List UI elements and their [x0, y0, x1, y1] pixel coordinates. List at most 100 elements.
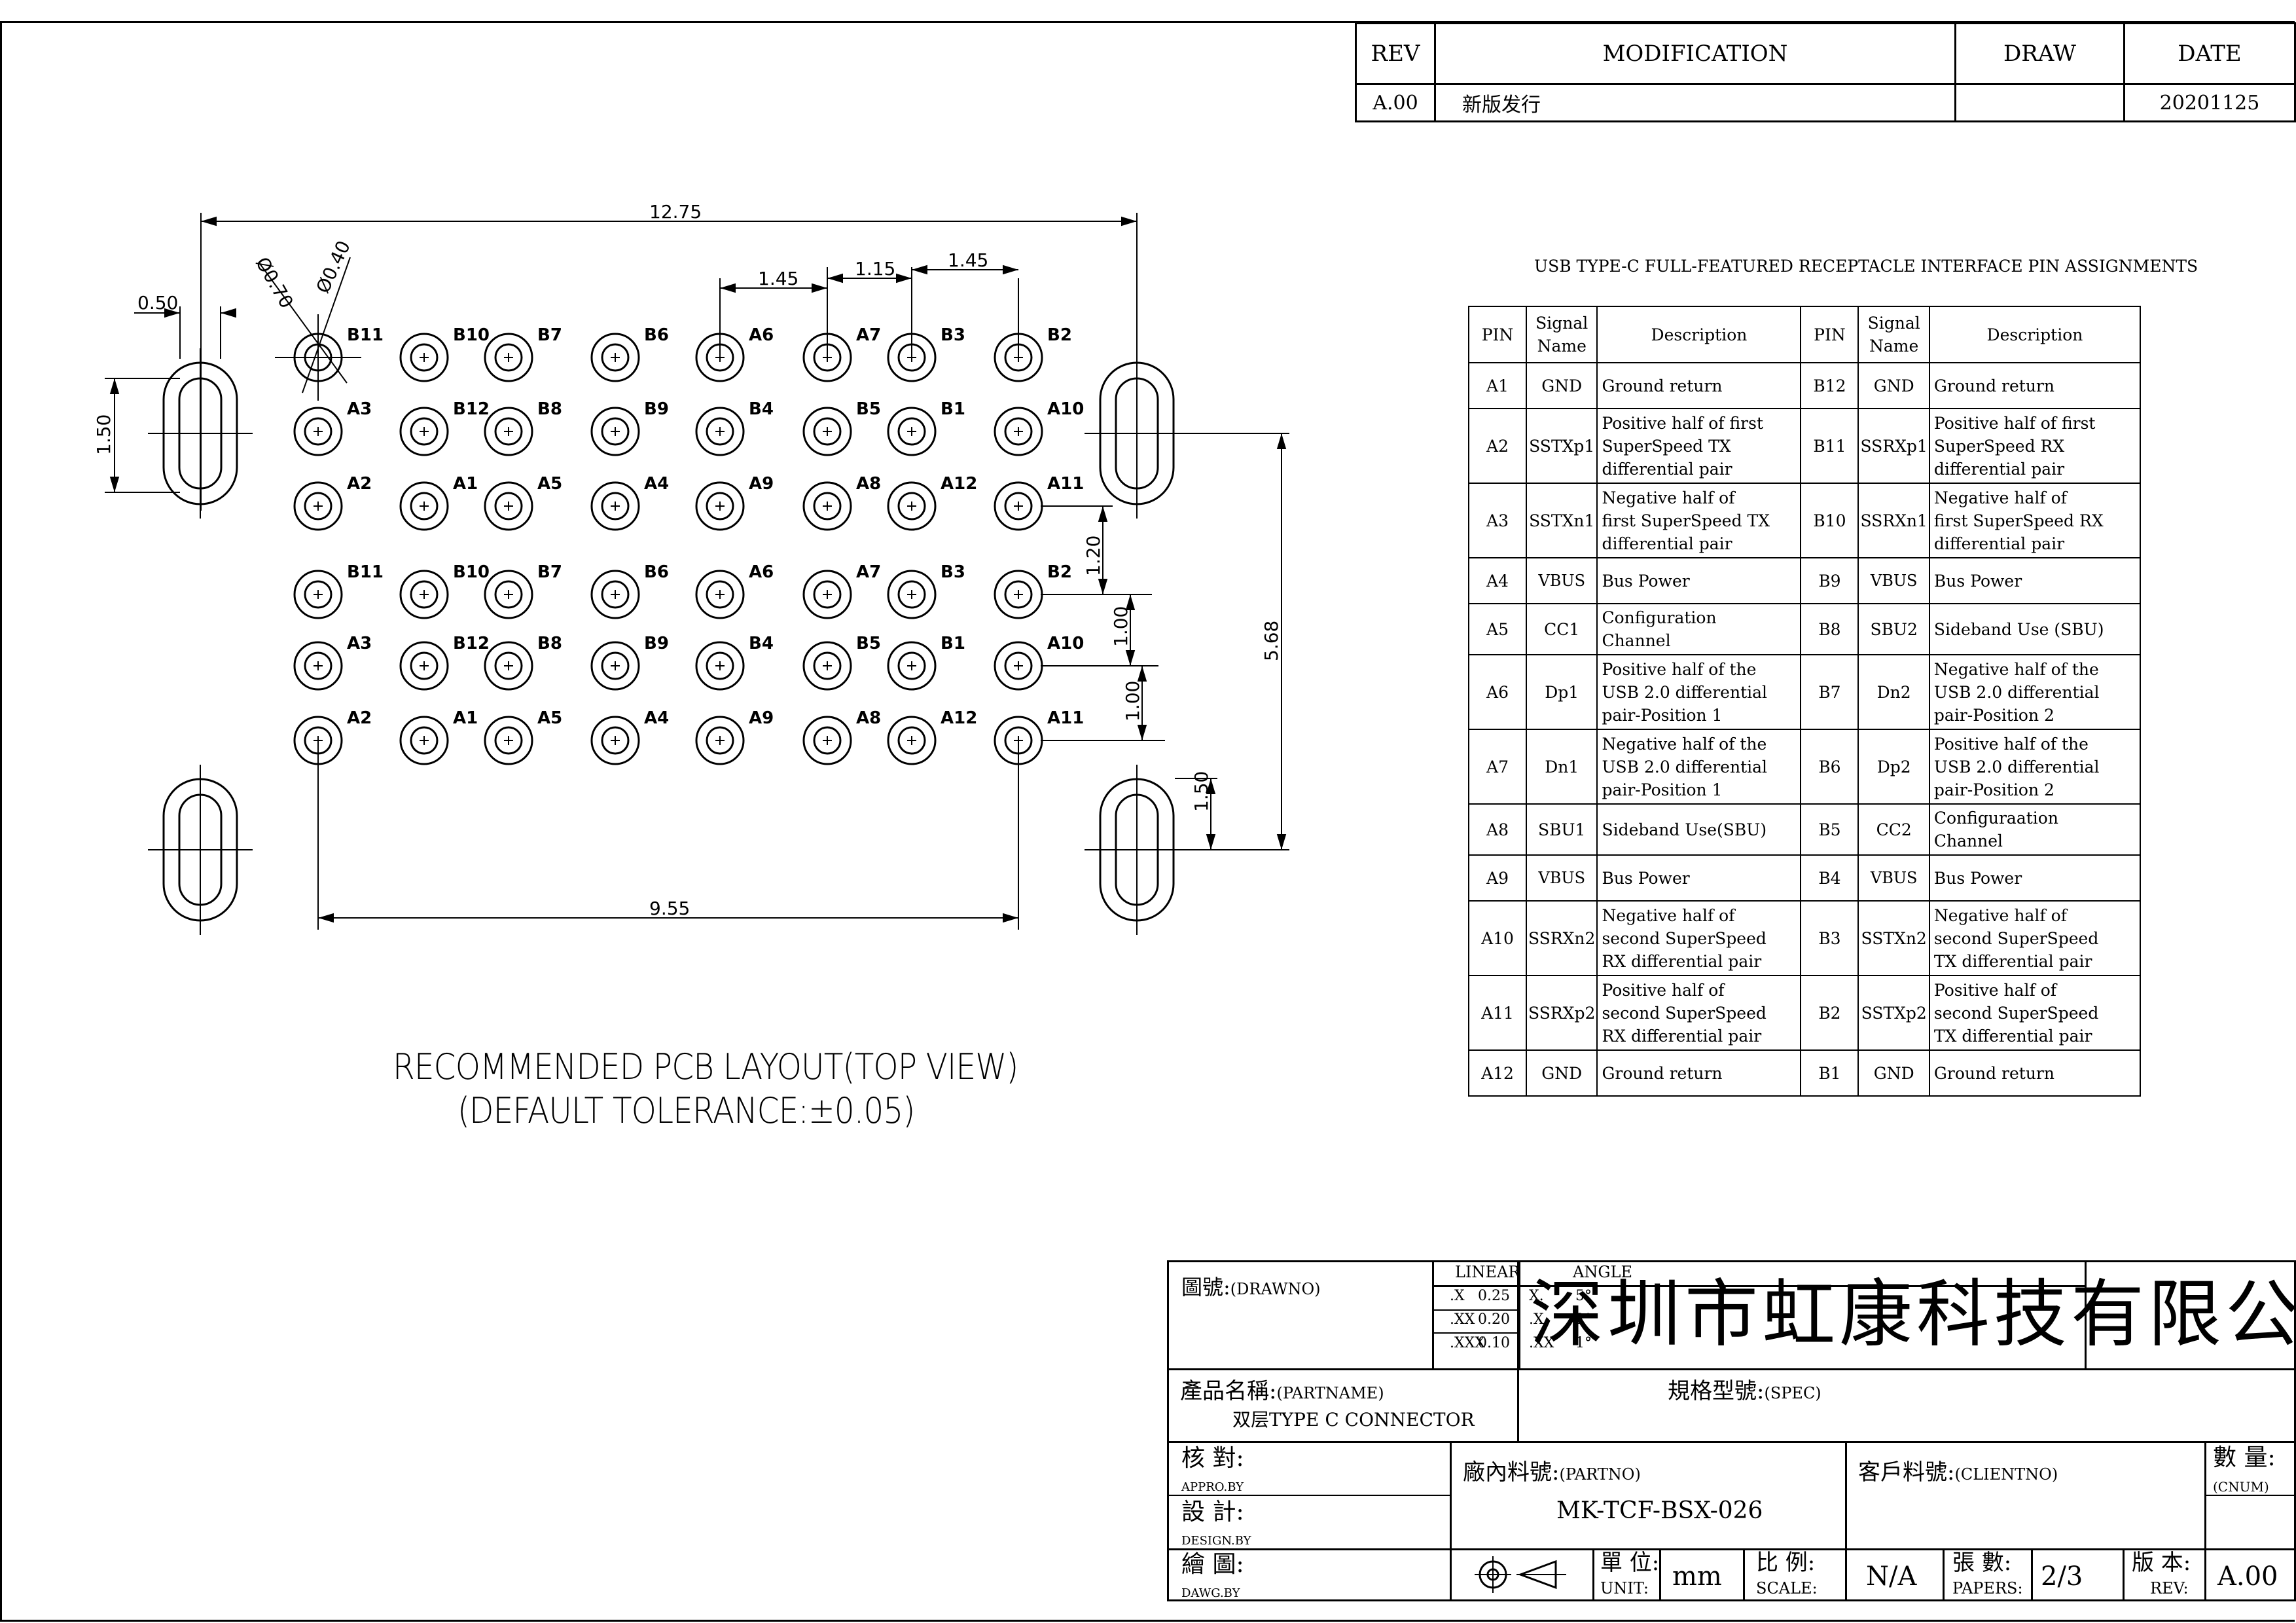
pin-label: B11: [347, 562, 384, 582]
pin-hole: [590, 570, 640, 619]
mounting-slot: [148, 765, 253, 935]
pin-hole: [695, 716, 745, 765]
b-pin-cell: B3: [1800, 900, 1859, 976]
unit-value: mm: [1672, 1561, 1722, 1592]
drawby-label: 繪 圖:DAWG.BY: [1181, 1551, 1244, 1600]
pin-label: A5: [537, 474, 562, 494]
tolerance-value: .X: [1529, 1311, 1544, 1328]
papers-value: 2/3: [2041, 1561, 2083, 1592]
pin-hole: [590, 716, 640, 765]
dim-row-pitch-2: 1.00: [1122, 681, 1143, 721]
pin-label: A11: [1047, 708, 1084, 728]
pin-label: B12: [453, 399, 490, 419]
pin-label: B10: [453, 562, 490, 582]
date-header: DATE: [2123, 22, 2296, 85]
tolerance-value: X.: [1529, 1288, 1544, 1304]
b-desc-cell: Bus Power: [1928, 854, 2142, 902]
pin-hole: [590, 333, 640, 382]
pin-label: B11: [347, 325, 384, 345]
pin-hole: [590, 407, 640, 456]
tolerance-value: 5°: [1575, 1288, 1592, 1304]
tolerance-value: .XX: [1450, 1311, 1475, 1328]
draw-value: [1954, 83, 2125, 122]
pin-hole: [994, 570, 1043, 619]
draw-header: DRAW: [1954, 22, 2125, 85]
tolerance-value: .XXX: [1450, 1335, 1485, 1351]
b-desc-cell: Sideband Use (SBU): [1928, 603, 2142, 655]
client-label: 客戶料號:(CLIENTNO): [1858, 1459, 2058, 1486]
b-sig-cell: VBUS: [1857, 854, 1930, 902]
design-label: 設 計:DESIGN.BY: [1181, 1499, 1251, 1548]
pin-label: B9: [644, 634, 669, 653]
pin-hole: [887, 481, 937, 531]
pin-label: B3: [941, 325, 965, 345]
pin-label: A4: [644, 708, 669, 728]
rev-label: 版 本:REV:: [2132, 1550, 2191, 1597]
modification-header: MODIFICATION: [1434, 22, 1956, 85]
dimension-lines: [105, 213, 1289, 930]
tolerance-value: 1°: [1575, 1335, 1592, 1351]
dim-slot-offset: 0.50: [137, 292, 178, 314]
b-pin-cell: B1: [1800, 1049, 1859, 1097]
a-desc-cell: Bus Power: [1596, 854, 1802, 902]
pin-label: B7: [537, 562, 562, 582]
b-pin-cell: B2: [1800, 975, 1859, 1051]
pin-label: A7: [856, 325, 881, 345]
pin-hole: [887, 570, 937, 619]
pin-label: A8: [856, 474, 881, 494]
pin-label: B3: [941, 562, 965, 582]
dim-pin-span: 9.55: [649, 898, 690, 919]
partname-label: 產品名稱:(PARTNAME): [1180, 1378, 1384, 1404]
a-pin-cell: A3: [1468, 483, 1527, 558]
b-sig-cell: GND: [1857, 362, 1930, 409]
pin-label: A5: [537, 708, 562, 728]
pin-header-a: PIN: [1468, 306, 1527, 363]
a-sig-cell: SSTXp1: [1525, 408, 1598, 484]
b-sig-cell: SSRXp1: [1857, 408, 1930, 484]
rev-value-title: A.00: [2217, 1561, 2278, 1592]
partname-value: 双层TYPE C CONNECTOR: [1232, 1409, 1475, 1431]
pin-label: B4: [749, 399, 774, 419]
a-pin-cell: A7: [1468, 729, 1527, 805]
dim-hole-dia-outer: Ø0.70: [251, 253, 298, 312]
a-sig-cell: SBU1: [1525, 803, 1598, 856]
papers-label: 張 數:PAPERS:: [1952, 1550, 2023, 1597]
tol-angle: ANGLE: [1573, 1263, 1632, 1281]
pin-label: B5: [856, 399, 881, 419]
tolerance-value: .X: [1450, 1288, 1465, 1304]
tolerance-value: 0.25: [1478, 1288, 1510, 1304]
qty-label: 數 量:(CNUM): [2213, 1444, 2276, 1495]
date-value: 20201125: [2123, 83, 2296, 122]
a-desc-cell: Bus Power: [1596, 557, 1802, 604]
pin-label: B1: [941, 399, 965, 419]
pin-hole: [399, 641, 449, 691]
b-desc-cell: Ground return: [1928, 362, 2142, 409]
pin-hole: [802, 481, 852, 531]
pin-label: B8: [537, 634, 562, 653]
a-sig-cell: VBUS: [1525, 557, 1598, 604]
pin-label: B9: [644, 399, 669, 419]
pin-hole: [802, 407, 852, 456]
mounting-slot: [1085, 765, 1189, 935]
desc-header-a: Description: [1596, 306, 1802, 363]
unit-label: 單 位:UNIT:: [1600, 1550, 1660, 1597]
pin-label: B7: [537, 325, 562, 345]
a-sig-cell: Dn1: [1525, 729, 1598, 805]
pin-label: B1: [941, 634, 965, 653]
pin-hole-grid: [275, 314, 1043, 765]
pin-hole: [695, 570, 745, 619]
tolerance-value: 0.10: [1478, 1335, 1510, 1351]
dim-overall-width: 12.75: [649, 201, 702, 223]
